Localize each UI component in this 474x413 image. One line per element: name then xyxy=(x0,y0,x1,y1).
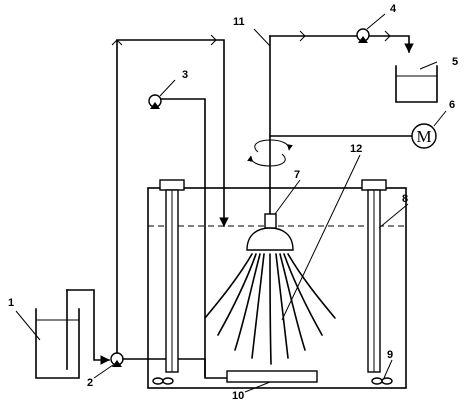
left-electrode-rod xyxy=(165,189,179,373)
collection-vessel xyxy=(395,65,438,103)
right-aerator-icon xyxy=(371,377,393,385)
spray-jets xyxy=(204,253,336,365)
label-6: 6 xyxy=(449,99,455,111)
label-2: 2 xyxy=(87,377,93,389)
left-aerator-icon xyxy=(152,377,174,385)
label-1: 1 xyxy=(8,297,14,309)
recirculation-line xyxy=(116,39,229,354)
label-8: 8 xyxy=(402,193,408,205)
rotation-arrows-icon xyxy=(247,139,293,167)
reactor-tank xyxy=(147,179,407,389)
label-11: 11 xyxy=(233,16,245,28)
bottom-plate xyxy=(226,370,318,383)
right-electrode-rod xyxy=(367,189,381,373)
feed-beaker xyxy=(35,289,80,379)
label-9: 9 xyxy=(387,349,393,361)
outlet-pump-icon xyxy=(356,28,370,43)
spray-pump-icon xyxy=(148,94,162,109)
motor-letter: M xyxy=(416,127,431,146)
motor-icon: M xyxy=(411,123,437,149)
spray-head xyxy=(246,213,294,251)
label-4: 4 xyxy=(390,3,397,15)
label-10: 10 xyxy=(232,390,244,402)
label-3: 3 xyxy=(182,69,188,81)
label-12: 12 xyxy=(350,143,362,155)
label-7: 7 xyxy=(294,169,300,181)
spray-line xyxy=(160,98,206,377)
leader-lines xyxy=(15,13,447,393)
label-5: 5 xyxy=(452,56,458,68)
feed-line xyxy=(66,289,110,365)
